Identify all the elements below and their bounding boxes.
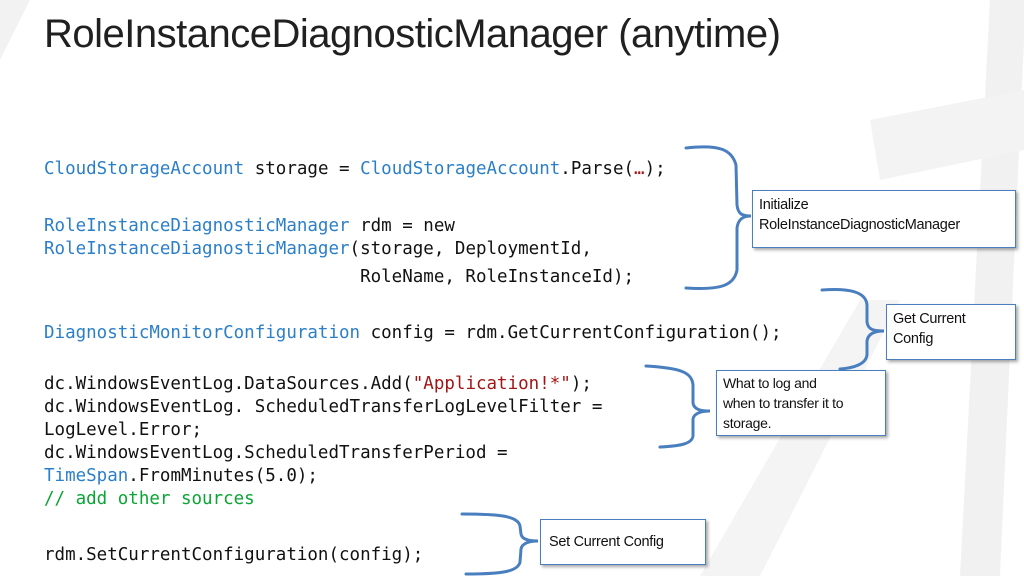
code-text: dc.WindowsEventLog.DataSources.Add( (44, 374, 413, 394)
string-literal: "Application!*" (412, 374, 571, 394)
type-name: DiagnosticMonitorConfiguration (44, 323, 361, 343)
callout-get-config: Get Current Config (886, 304, 1016, 360)
code-line-set-config: rdm.SetCurrentConfiguration(config); (44, 544, 423, 567)
code-text: rdm.SetCurrentConfiguration(config); (44, 545, 424, 565)
code-text: LogLevel.Error; (44, 420, 203, 440)
code-line-transfer-period: dc.WindowsEventLog.ScheduledTransferPeri… (44, 442, 508, 465)
type-name: RoleInstanceDiagnosticManager (44, 239, 350, 259)
code-line-timespan: TimeSpan.FromMinutes(5.0); (44, 465, 318, 488)
type-name: RoleInstanceDiagnosticManager (44, 216, 350, 236)
callout-set-config: Set Current Config (540, 519, 706, 565)
code-text: config = rdm.GetCurrentConfiguration(); (360, 323, 782, 343)
code-text: ); (570, 374, 592, 394)
page-title: RoleInstanceDiagnosticManager (anytime) (44, 12, 781, 56)
code-text: (storage, DeploymentId, (349, 239, 592, 259)
type-name: CloudStorageAccount (44, 159, 245, 179)
code-line-log-level: LogLevel.Error; (44, 419, 202, 442)
code-text: dc.WindowsEventLog. ScheduledTransferLog… (44, 397, 603, 417)
code-line-level-filter: dc.WindowsEventLog. ScheduledTransferLog… (44, 396, 602, 419)
code-text: dc.WindowsEventLog.ScheduledTransferPeri… (44, 443, 508, 463)
code-line-comment: // add other sources (44, 488, 255, 511)
code-line-add-datasource: dc.WindowsEventLog.DataSources.Add("Appl… (44, 373, 592, 396)
type-name: CloudStorageAccount (360, 159, 561, 179)
code-text: .Parse( (560, 159, 635, 179)
code-text: RoleName, RoleInstanceId); (44, 267, 635, 287)
callout-what-to-log: What to log and when to transfer it to s… (716, 370, 886, 436)
code-text: storage = (244, 159, 361, 179)
code-text: rdm = new (349, 216, 455, 236)
code-text: .FromMinutes(5.0); (128, 466, 318, 486)
code-line-rdm-constructor: RoleInstanceDiagnosticManager(storage, D… (44, 238, 592, 261)
code-line-storage-account: CloudStorageAccount storage = CloudStora… (44, 158, 666, 181)
code-line-get-config: DiagnosticMonitorConfiguration config = … (44, 322, 782, 345)
code-line-rdm-args: RoleName, RoleInstanceId); (44, 266, 634, 289)
code-text: ); (644, 159, 666, 179)
string-literal: … (634, 159, 645, 179)
code-comment: // add other sources (44, 489, 255, 509)
callout-initialize: Initialize RoleInstanceDiagnosticManager (752, 190, 1016, 248)
code-line-rdm-declaration: RoleInstanceDiagnosticManager rdm = new (44, 215, 455, 238)
type-name: TimeSpan (44, 466, 129, 486)
